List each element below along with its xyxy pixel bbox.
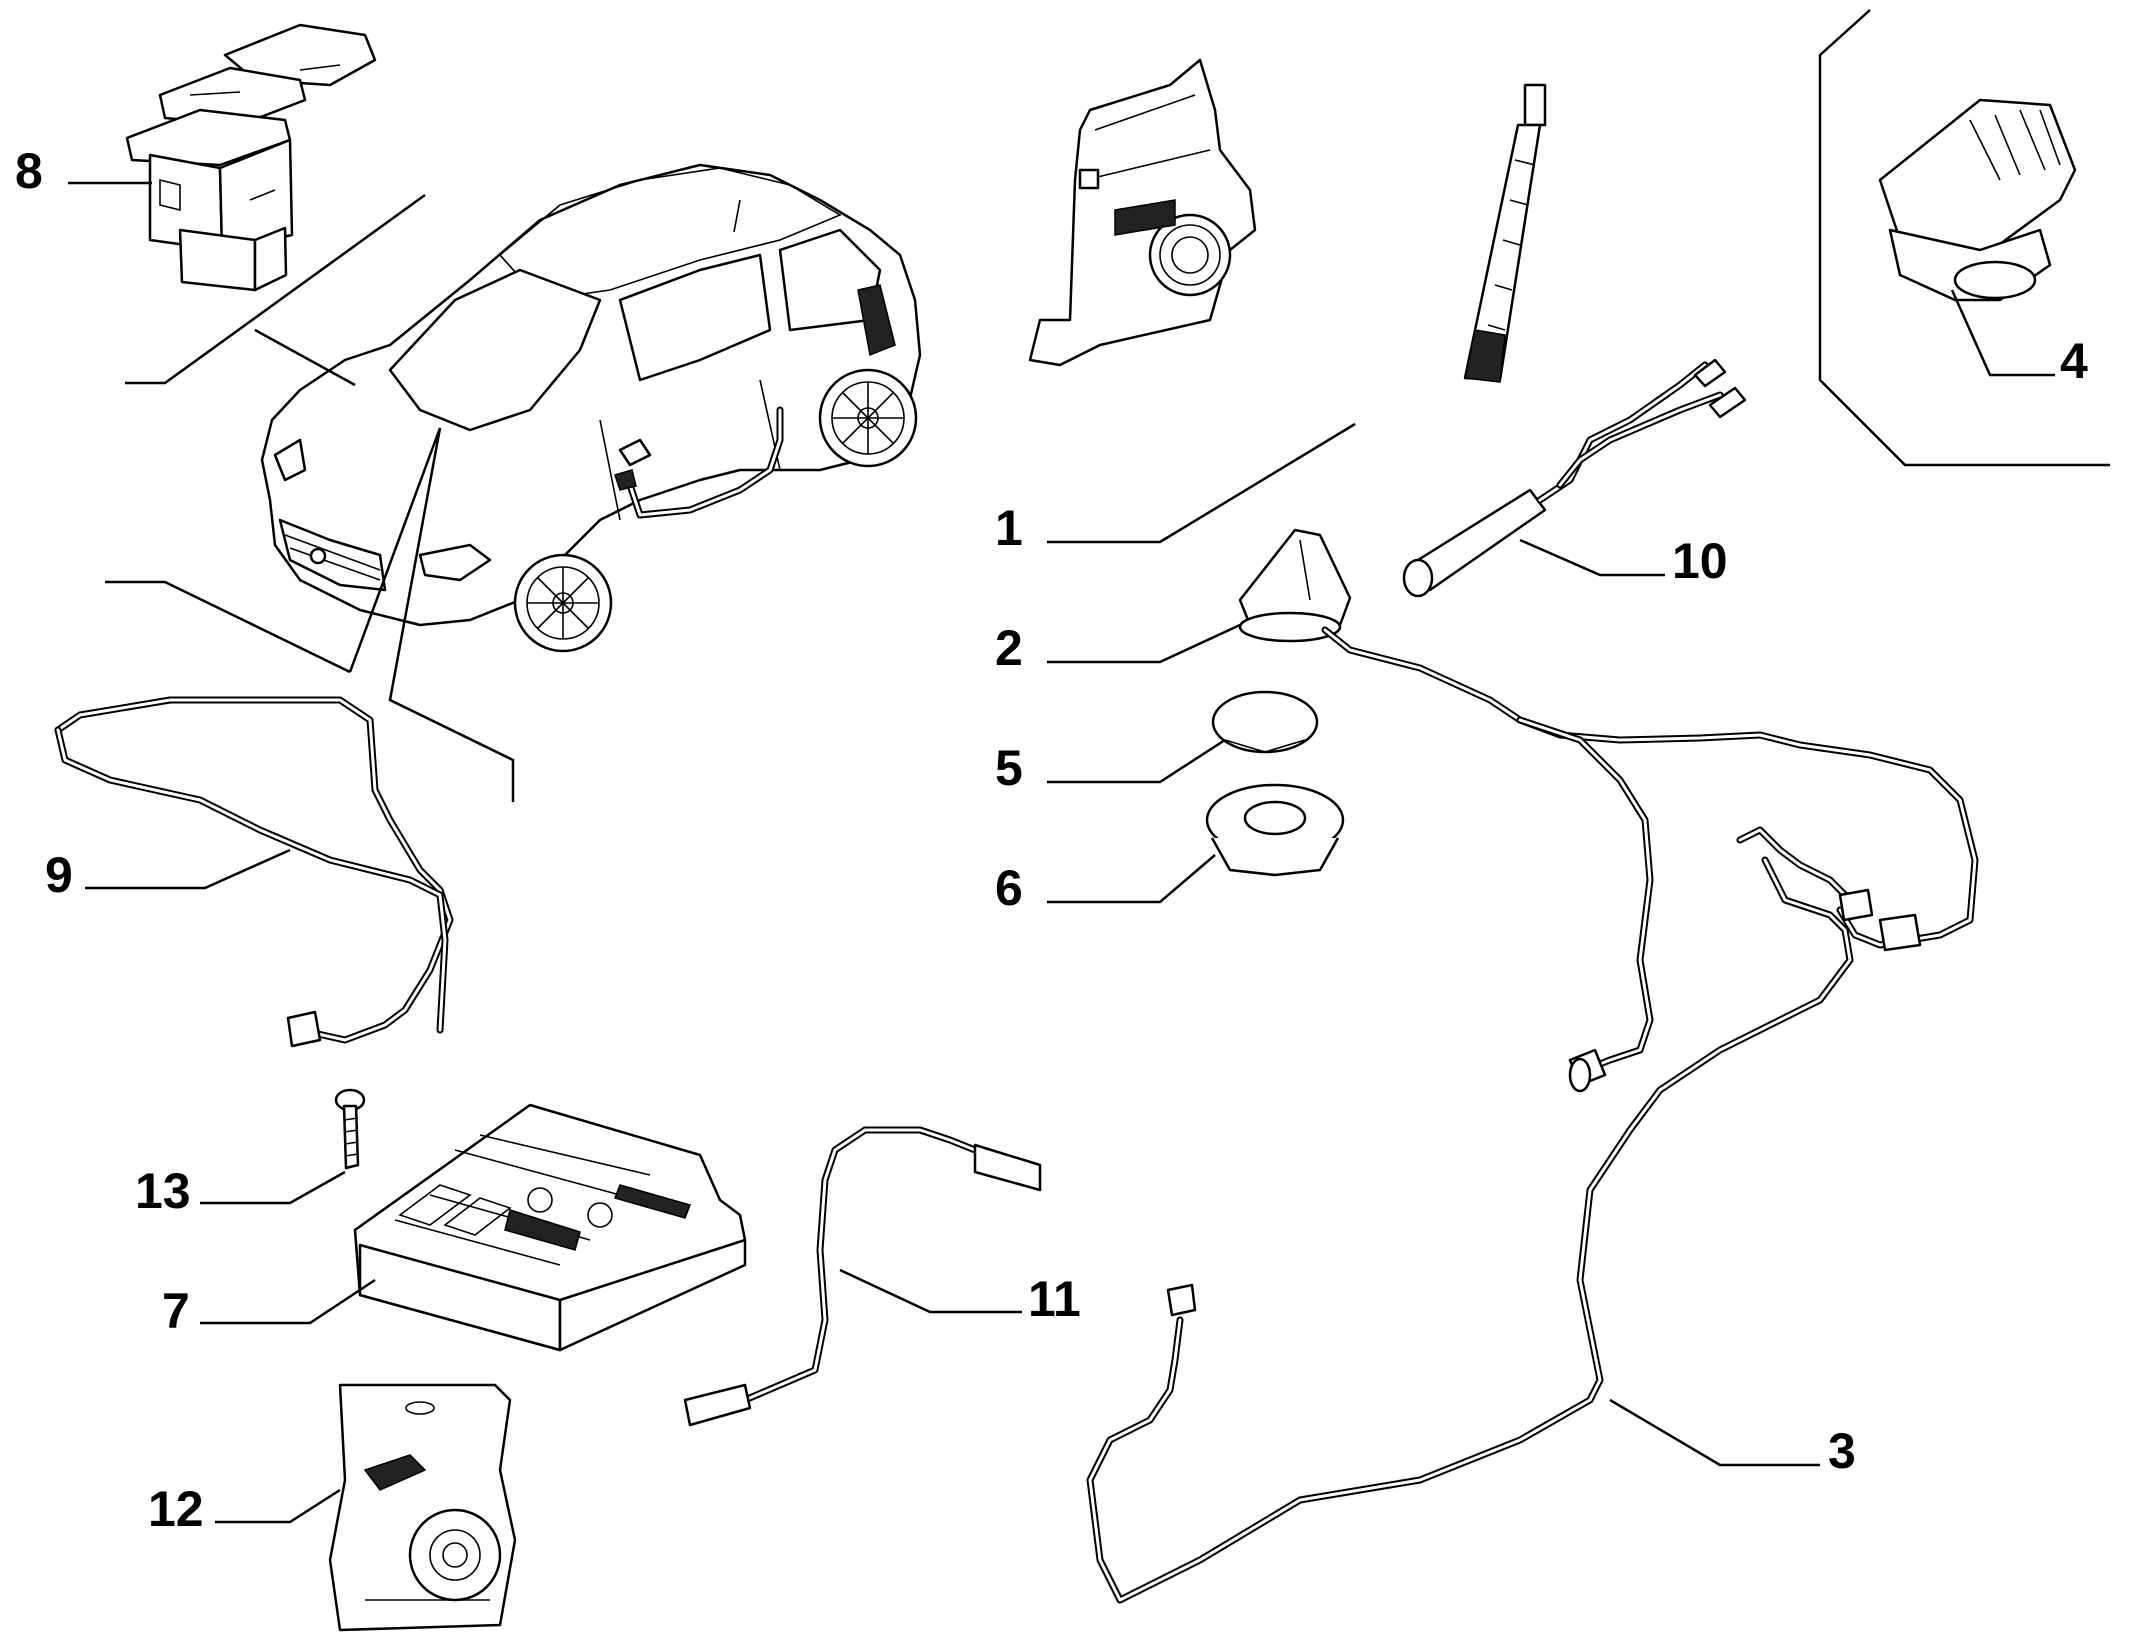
car-leader-lines (105, 193, 515, 802)
part-3-cable (1086, 626, 1979, 1604)
callout-11: 11 (1028, 1271, 1081, 1327)
part-2-antenna-base (1238, 528, 1352, 643)
callout-9: 9 (45, 847, 73, 903)
callout-2: 2 (995, 620, 1023, 676)
part-12-software-pack (328, 1383, 517, 1632)
leader-11 (839, 1268, 1022, 1314)
callout-10: 10 (1672, 533, 1728, 589)
part-4-bracket (1818, 9, 2110, 467)
leader-5 (1047, 738, 1226, 784)
part-1-antenna-mast (1463, 83, 1547, 383)
leader-7 (200, 1278, 376, 1325)
callout-13: 13 (135, 1163, 191, 1219)
car-illustration (260, 163, 922, 653)
callout-7: 7 (162, 1283, 190, 1339)
part-5-disc (1211, 690, 1319, 754)
leader-2 (1047, 623, 1241, 664)
leader-10 (1519, 538, 1665, 577)
speaker-enclosure (1028, 58, 1257, 367)
callout-4: 4 (2060, 333, 2088, 389)
leader-9 (85, 848, 291, 890)
part-7-radio-module (353, 1103, 747, 1352)
callout-1: 1 (995, 500, 1023, 556)
leader-13 (200, 1170, 346, 1205)
leader-4 (1950, 289, 2055, 377)
part-9-wire-harness (54, 696, 454, 1048)
part-11-lead (683, 1126, 1042, 1427)
leader-6 (1047, 854, 1216, 904)
leader-12 (215, 1488, 341, 1524)
part-13-screw (334, 1088, 366, 1170)
part-10-amplifier (1402, 358, 1747, 598)
callout-6: 6 (995, 860, 1023, 916)
leader-1 (1047, 422, 1356, 544)
part-6-grommet (1205, 783, 1345, 877)
callout-12: 12 (148, 1481, 204, 1537)
callout-5: 5 (995, 740, 1023, 796)
callout-3: 3 (1828, 1423, 1856, 1479)
callout-8: 8 (15, 143, 43, 199)
part-8-switch (125, 23, 377, 292)
leader-3 (1609, 1398, 1820, 1467)
